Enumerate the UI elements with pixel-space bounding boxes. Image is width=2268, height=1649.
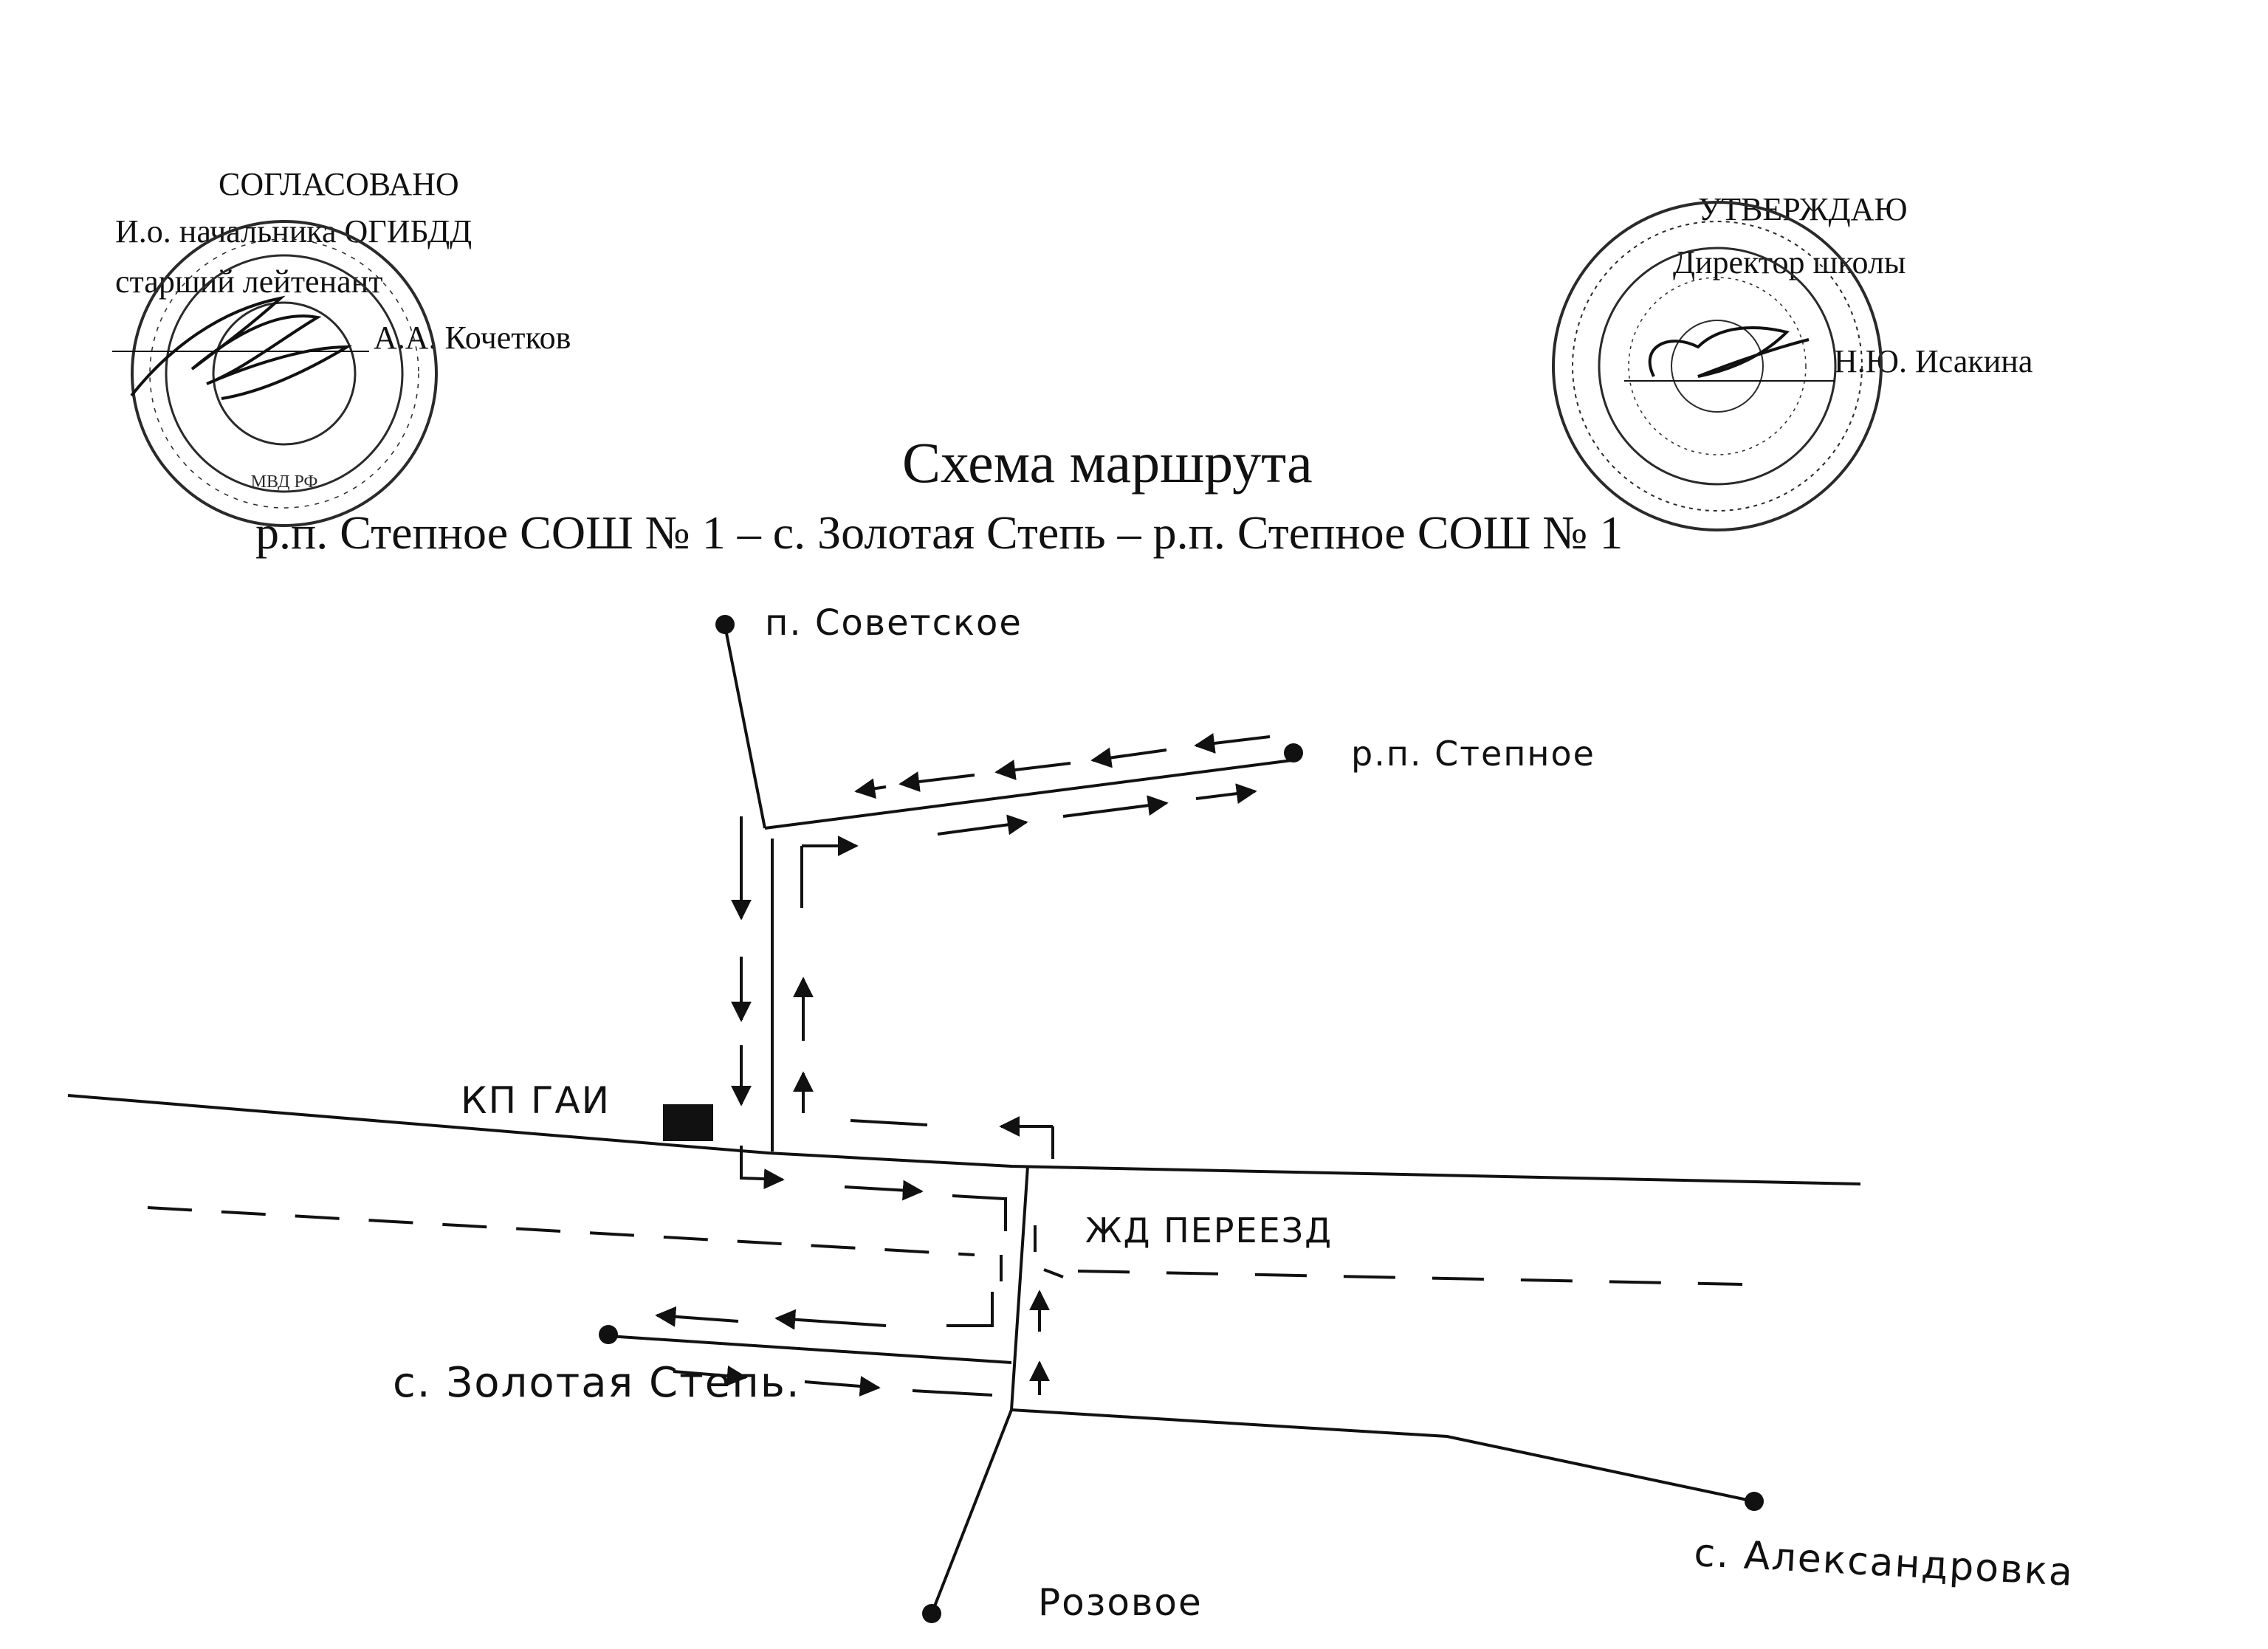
point-stepnoe [1284, 743, 1303, 762]
point-sovetskoe [715, 615, 735, 634]
page-subtitle: р.п. Степное СОШ № 1 – с. Золотая Степь … [255, 506, 1623, 559]
page-title: Схема маршрута [902, 430, 1313, 495]
railway [147, 1206, 1743, 1286]
point-rozovoe [922, 1604, 941, 1623]
stamp-left: МВД РФ [131, 220, 438, 527]
label-sovetskoe: п. Советское [765, 602, 1023, 644]
label-kp-gai: КП ГАИ [461, 1079, 611, 1122]
label-stepnoe: р.п. Степное [1351, 734, 1595, 774]
approval-left-signatory: А.А. Кочетков [374, 320, 571, 356]
roads [67, 625, 1861, 1614]
approval-right-signatory: Н.Ю. Исакина [1834, 343, 2033, 379]
point-zolotaya-step [599, 1325, 618, 1344]
route-arrows [655, 733, 1271, 1397]
point-aleksandrovka [1745, 1492, 1764, 1511]
stamp-right [1552, 201, 1883, 531]
route-dashes [912, 1194, 1064, 1397]
label-rozovoe: Розовое [1038, 1581, 1203, 1624]
settlement-points [599, 615, 1764, 1623]
signature-right [1624, 326, 1835, 382]
signature-left [112, 295, 369, 400]
kp-gai-post [663, 1104, 713, 1141]
approval-left-line2: старший лейтенант [115, 264, 383, 300]
stamp-left-text: МВД РФ [251, 472, 318, 492]
label-railway-crossing: ЖД ПЕРЕЕЗД [1085, 1211, 1333, 1250]
approval-left-heading: СОГЛАСОВАНО [219, 166, 459, 202]
approval-right-heading: УТВЕРЖДАЮ [1698, 191, 1908, 227]
